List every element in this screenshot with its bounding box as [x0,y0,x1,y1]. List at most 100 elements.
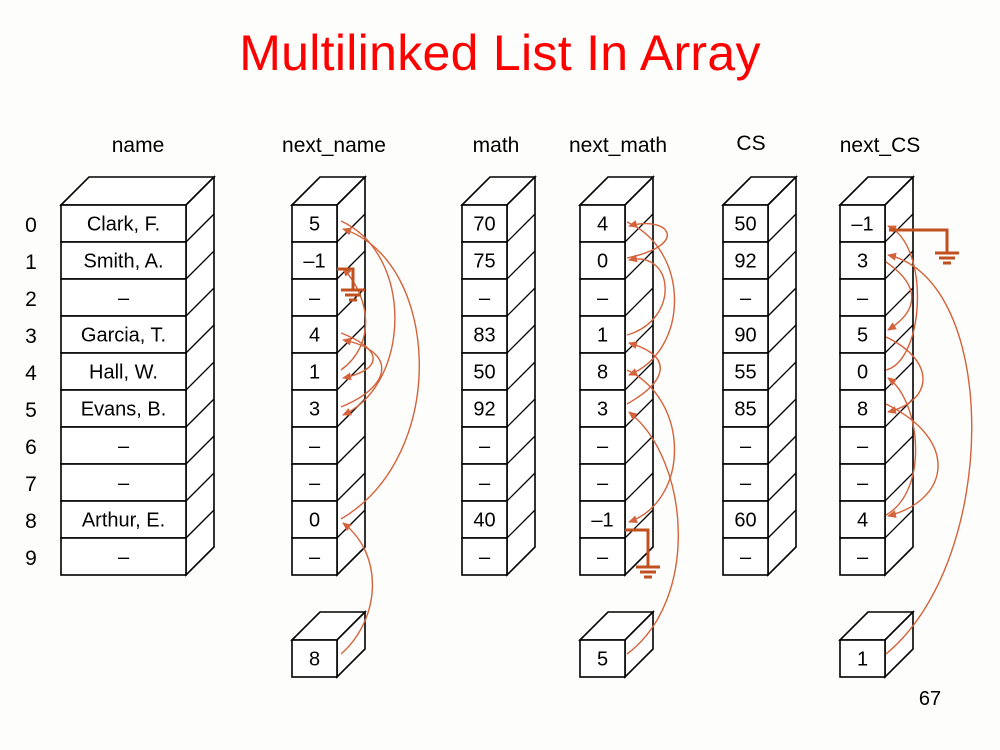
ground-symbol-next-name [337,267,365,302]
cell-value: 50 [734,214,756,236]
link-arrow [626,221,676,376]
link-arrow [340,522,374,655]
header-cs: CS [736,132,765,155]
cell-value: – [118,547,130,569]
side-divider [767,213,797,243]
array-cell [291,537,338,576]
cell-value: 1 [857,649,868,671]
link-arrow [340,337,383,408]
cell-value: 60 [734,510,756,532]
header-name: name [112,134,165,157]
ground-symbol-next-math [625,528,660,579]
cell-value: –1 [303,251,325,273]
side-divider [624,250,654,280]
cell-value: 1 [309,362,320,384]
array-cell [839,315,886,354]
cell-value: – [857,473,869,495]
array-cell [60,426,187,465]
cell-value: – [857,288,869,310]
array-cell [722,426,769,465]
cell-value: – [740,288,752,310]
header-next-name: next_name [282,134,386,157]
array-cell [291,315,338,354]
side-divider [624,435,654,465]
cell-value: 5 [309,214,320,236]
side-divider [767,472,797,502]
side-divider [624,398,654,428]
array-cell [722,241,769,280]
cell-value: 83 [473,325,495,347]
row-index: 9 [25,547,37,570]
side-divider [767,324,797,354]
array-cell [579,500,626,539]
side-divider [185,472,215,502]
array-column-next-math: 40–183–––1– [578,175,655,577]
cell-value: 1 [597,325,608,347]
cell-value: – [597,547,609,569]
link-arrow [626,341,661,405]
link-arrow [626,369,676,524]
row-index: 7 [25,473,37,496]
side-divider [185,213,215,243]
header-math: math [473,134,520,157]
cell-value: 5 [597,649,608,671]
cell-value: 85 [734,399,756,421]
array-cell [60,537,187,576]
cell-value: 8 [309,649,320,671]
cell-value: – [740,436,752,458]
cell-value: Smith, A. [83,251,163,273]
header-next-cs: next_CS [840,134,921,157]
array-cell [579,204,626,243]
link-arrow [885,336,924,414]
cell-value: – [309,473,321,495]
side-divider [506,472,536,502]
cell-value: – [479,436,491,458]
array-cell [839,500,886,539]
cell-value: 92 [734,251,756,273]
side-divider [185,361,215,391]
array-cell [60,241,187,280]
array-cell [722,204,769,243]
link-arrow [885,403,939,518]
side-divider [884,435,914,465]
cell-value: 3 [857,251,868,273]
cell-value: 90 [734,325,756,347]
side-divider [624,509,654,539]
link-arrow [885,252,973,655]
array-columns: Clark, F.Smith, A.–Garcia, T.Hall, W.Eva… [59,175,915,577]
array-cell [839,426,886,465]
cell-value: 0 [597,251,608,273]
side-divider [884,324,914,354]
array-cell [839,352,886,391]
link-arrow [885,261,913,331]
array-cell [839,639,886,678]
array-cell [291,278,338,317]
array-cell [291,389,338,428]
array-cell [461,241,508,280]
array-cell [461,204,508,243]
cell-value: Arthur, E. [82,510,165,532]
ground-symbol-next-cs [889,228,959,265]
cell-value: – [740,473,752,495]
side-divider [767,361,797,391]
cell-value: – [597,473,609,495]
array-column-next-name: 5–1–413––0– [290,175,367,577]
row-index: 6 [25,436,37,459]
cell-value: 92 [473,399,495,421]
cell-value: 0 [309,510,320,532]
array-cell [839,537,886,576]
link-arrow [626,220,668,259]
array-cell [291,204,338,243]
cell-value: 8 [597,362,608,384]
side-divider [506,213,536,243]
cell-value: –1 [591,510,613,532]
cell-value: – [309,547,321,569]
array-cell [579,278,626,317]
head-box-name-head: 8 [290,610,367,679]
array-cell [579,426,626,465]
cell-value: 55 [734,362,756,384]
cell-value: – [118,288,130,310]
cell-value: 5 [857,325,868,347]
